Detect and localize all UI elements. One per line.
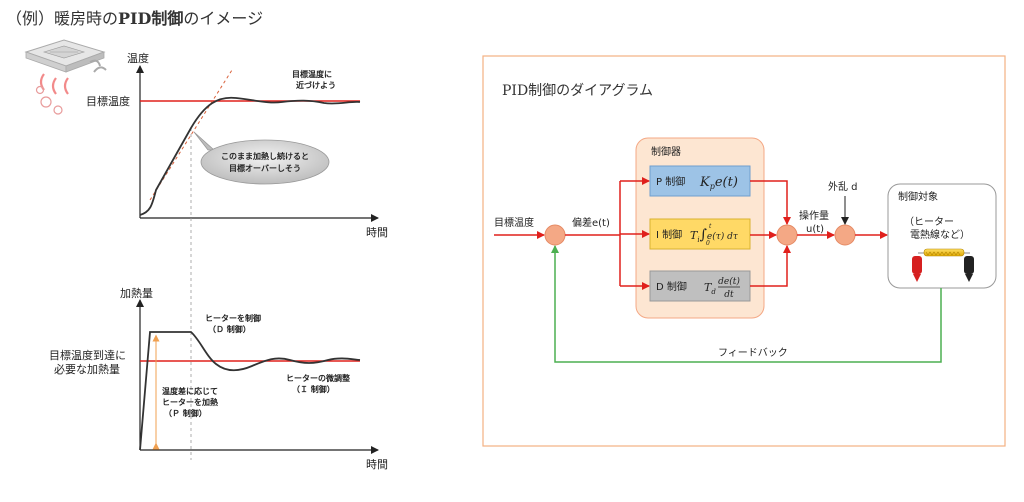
required-heat-label-1: 目標温度到達に: [49, 348, 126, 362]
p-note-1: 温度差に応じて: [162, 386, 218, 396]
air-conditioner-icon: [24, 39, 107, 73]
d-note-2: （Ｄ 制御）: [208, 324, 251, 334]
bubble-text-1: このまま加熱し続けると: [221, 151, 309, 161]
output-label-2: u(t): [806, 224, 824, 235]
d-output-arrow: [750, 245, 791, 287]
p-note-3: （Ｐ 制御）: [164, 408, 207, 418]
bubble-text-2: 目標オーバーしそう: [229, 163, 301, 173]
plant-note-1: （ヒーター: [904, 216, 954, 228]
controller-sum-node: [776, 224, 798, 246]
i-formula: Ti∫e(τ) dτ: [690, 227, 739, 244]
svg-text:t: t: [709, 223, 712, 230]
svg-text:dt: dt: [724, 290, 734, 300]
speech-bubble: [200, 139, 330, 185]
plant-label: 制御対象: [898, 190, 938, 203]
page-title: （例）暖房時のPID制御のイメージ: [6, 9, 263, 28]
error-label: 偏差e(t): [572, 216, 610, 229]
feedback-loop: [551, 245, 942, 363]
snowflake-icon: [35, 85, 63, 115]
diagram-title: PID制御のダイアグラム: [502, 83, 653, 99]
p-formula: Kpe(t): [699, 175, 738, 191]
i-block-label: I 制御: [656, 228, 682, 241]
error-sum-node: [544, 224, 566, 246]
trend-line: [149, 69, 233, 201]
i-block: [649, 218, 751, 250]
heat-x-label: 時間: [366, 458, 388, 471]
input-label: 目標温度: [494, 216, 534, 229]
temperature-chart: 温度 時間 目標温度 目標温度に 近づけよう このまま加熱し続けると 目標オーバ…: [86, 51, 388, 460]
p-note-2: ヒーターを加熱: [162, 397, 218, 407]
feedback-label: フィードバック: [718, 347, 788, 359]
i-note-1: ヒーターの微調整: [286, 373, 350, 383]
p-block: [649, 165, 751, 197]
d-block-label: D 制御: [656, 280, 687, 293]
pid-diagram: PID制御のダイアグラム 制御器 P 制御 Kpe(t) I 制御 Ti∫e(τ…: [482, 55, 1006, 447]
heating-chart: 加熱量 時間 目標温度到達に 必要な加熱量 ヒーターを制御 （Ｄ 制御） 温度差…: [49, 287, 388, 471]
annotation-top-1: 目標温度に: [292, 69, 332, 79]
p-block-label: P 制御: [656, 175, 685, 188]
disturbance-sum-node: [834, 224, 856, 246]
heater-icon: [912, 248, 974, 282]
svg-text:de(t): de(t): [718, 276, 740, 287]
svg-text:0: 0: [706, 240, 710, 247]
heating-curve: [139, 331, 361, 451]
temperature-curve: [139, 96, 361, 216]
annotation-top-2: 近づけよう: [296, 80, 336, 90]
d-block: [649, 270, 751, 302]
target-temp-label: 目標温度: [86, 94, 130, 108]
i-note-2: （Ｉ 制御）: [292, 384, 335, 394]
d-note-1: ヒーターを制御: [205, 313, 261, 323]
temp-x-label: 時間: [366, 226, 388, 239]
required-heat-label-2: 必要な加熱量: [54, 363, 120, 376]
heat-waves-icon: [39, 73, 69, 95]
bubble-pointer: [193, 131, 216, 151]
plant-note-2: 電熱線など）: [910, 228, 970, 241]
output-label-1: 操作量: [799, 209, 829, 222]
controller-label: 制御器: [651, 145, 681, 158]
temp-y-label: 温度: [127, 51, 149, 65]
heat-y-label: 加熱量: [120, 287, 153, 300]
disturbance-label: 外乱 d: [828, 181, 858, 193]
p-output-arrow: [750, 180, 791, 225]
